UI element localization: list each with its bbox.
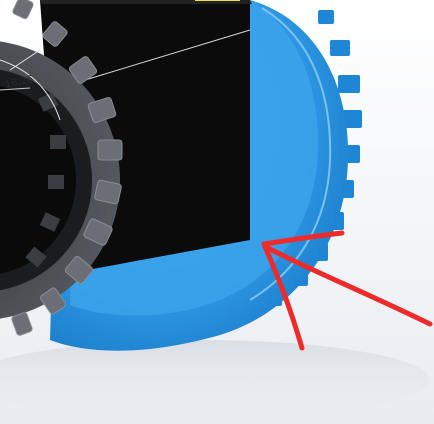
- grey-tire[interactable]: [0, 0, 123, 336]
- freehand-red-arrow-icon: [261, 230, 433, 351]
- ground-reflection: [0, 340, 430, 420]
